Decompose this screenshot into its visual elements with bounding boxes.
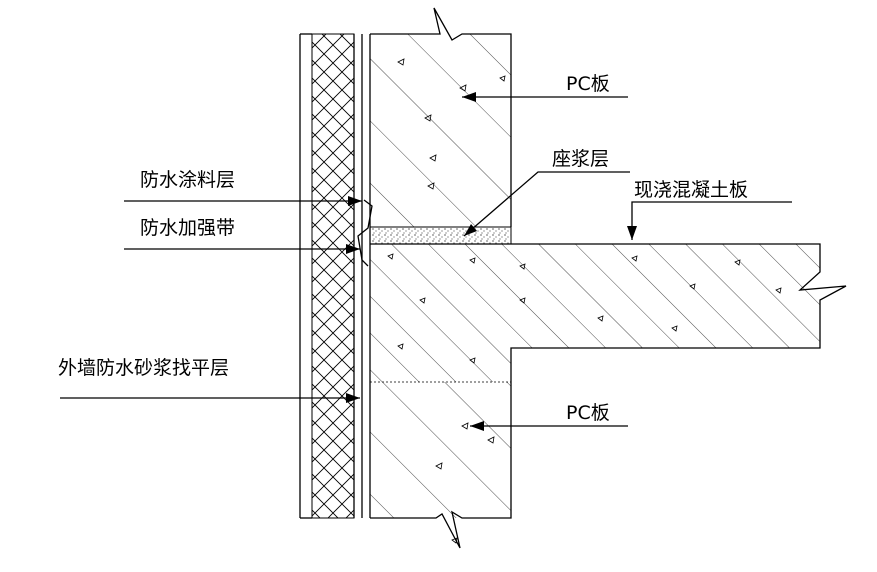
leader-waterproof-coating: [124, 196, 362, 206]
label-cast-slab: 现浇混凝土板: [634, 179, 748, 201]
leader-exterior-mortar: [60, 393, 360, 403]
label-exterior-mortar: 外墙防水砂浆找平层: [58, 357, 229, 379]
cast-slab: [370, 243, 847, 383]
pc-panel-bottom: [370, 382, 512, 549]
waterproof-strip: [357, 199, 373, 267]
leader-pc-top: [462, 92, 628, 102]
insulation-layer: [311, 33, 355, 519]
label-waterproof-strip: 防水加强带: [140, 217, 235, 239]
label-grout: 座浆层: [552, 148, 609, 170]
leader-pc-bottom: [470, 421, 628, 431]
leader-cast-slab: [627, 201, 792, 240]
label-pc-bottom: PC板: [566, 402, 610, 424]
pc-panel-top: [370, 7, 512, 227]
label-waterproof-coating: 防水涂料层: [140, 169, 235, 191]
leader-grout: [463, 171, 630, 237]
leader-waterproof-strip: [124, 244, 360, 254]
label-pc-top: PC板: [566, 73, 610, 95]
grout-layer: [369, 226, 512, 245]
